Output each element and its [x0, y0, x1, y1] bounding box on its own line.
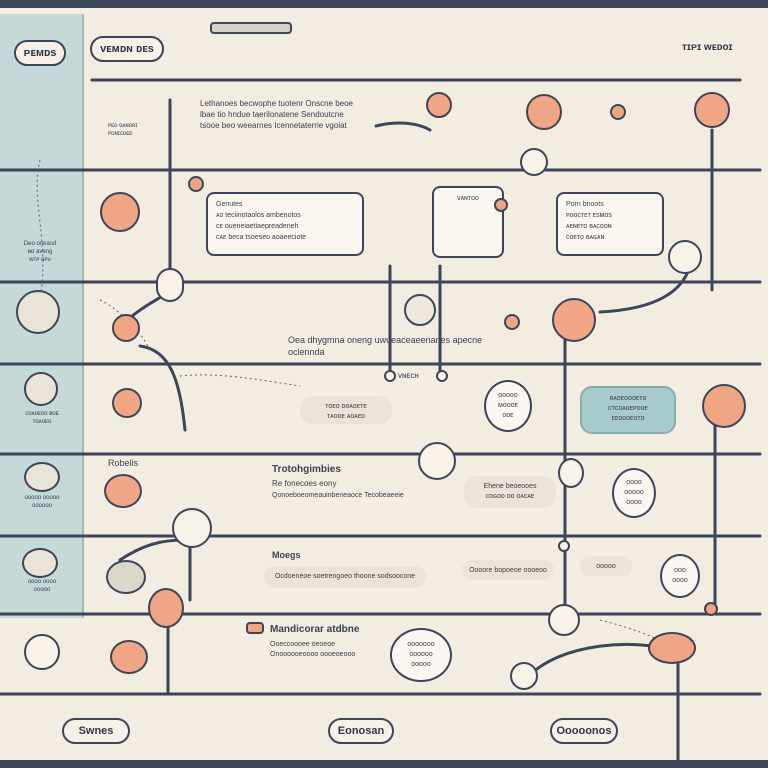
sidebar-top-text: ᴘᴇᴏ ɢᴀɴᴅʀɪ ᴘᴏɴɪᴄᴅᴇᴅ — [108, 123, 138, 137]
vnech-label: ᴠɴᴇᴄʜ — [398, 371, 419, 380]
orange-node-right[interactable] — [702, 384, 746, 428]
row6-small-card[interactable]: ᴏᴏᴏᴏᴏ — [580, 556, 632, 576]
header-right-label: ᴛɪᴘɪ ᴡᴇᴅᴏɪ — [682, 42, 733, 53]
speech-bubble-row7[interactable]: ᴏᴏᴏᴏᴏᴏᴏ ᴏᴏᴏᴏᴏᴏ ᴏᴏᴏᴏᴏ — [390, 628, 452, 682]
sidebar-row4-caption: ᴄᴏᴀᴏᴇᴏᴏ ʙᴏᴇ ᴛᴏᴀᴏᴇᴏ — [25, 411, 59, 425]
person-avatar-1 — [426, 92, 452, 118]
orange-node-row4[interactable] — [112, 388, 142, 418]
info-card-left[interactable]: Genutes ᴀᴏ teciinotaolos ambenotos ᴄᴇ ou… — [206, 192, 364, 256]
info-card-right[interactable]: Porn bnoots ᴘᴏᴏᴄᴛᴇᴛ ᴇsᴍᴏs ᴀᴇɴᴇᴛᴏ ʙᴀᴄᴏᴏɴ … — [556, 192, 664, 256]
orange-node-row7[interactable] — [110, 640, 148, 674]
footer-right-pill[interactable]: Ooooonos — [550, 718, 618, 744]
row6-text-card[interactable]: Ocdoeneoe soetrengoeo thoone sodsoocone — [264, 566, 426, 588]
junction-dot-left — [384, 370, 396, 382]
row5-left-label: Robelis — [108, 458, 139, 468]
info-card-middle-label: ᴠᴀɴᴛᴏᴏ — [457, 195, 479, 202]
footer-center-pill[interactable]: Eonosan — [328, 718, 394, 744]
equals-node[interactable] — [418, 442, 456, 480]
location-pin-node — [510, 662, 538, 690]
row7-text: Ooeccoooee oeoeoe Onoooooeoooo oooeoeooo — [270, 641, 356, 658]
pin-node — [558, 458, 584, 488]
sidebar-row5-caption: ᴏᴏᴏᴏᴏ ᴏᴏᴏᴏᴏ ᴏᴏᴏᴏᴏᴏ — [24, 495, 60, 509]
sidebar-row4-node[interactable] — [24, 372, 58, 406]
sidebar-row3-node[interactable] — [16, 290, 60, 334]
header-title-pill[interactable]: ᴠᴇᴍᴅɴ ᴅᴇs — [90, 36, 164, 62]
sidebar-mid-text: Deo oneasd ɴᴏ aveng ᴡᴛᴘ ɢᴘᴜ — [23, 241, 57, 263]
orange-node-row5[interactable] — [104, 474, 142, 508]
dot-node-1 — [610, 104, 626, 120]
face-node-row5[interactable] — [172, 508, 212, 548]
dot-node-row6 — [704, 602, 718, 616]
row5-title: Trotohgimbies — [272, 464, 341, 475]
top-frame-bar — [0, 0, 768, 8]
shield-node[interactable] — [548, 604, 580, 636]
refresh-icon[interactable] — [24, 634, 60, 670]
junction-dot-row6 — [558, 540, 570, 552]
soft-card-row5-right[interactable]: Ehene beoeooes ᴄᴏɢᴏᴏ ᴏᴏ ᴏᴀᴄᴀᴇ — [464, 476, 556, 508]
junction-dot-right — [436, 370, 448, 382]
person-avatar-row6 — [148, 588, 184, 628]
row6-right-card[interactable]: Oooore bopoeoe oooeoo — [462, 560, 554, 580]
row5-description: Qonoeboeomeauinbeneaoce Tecobeaeeie — [272, 492, 404, 499]
tag-icon — [246, 622, 264, 634]
bottom-frame-bar — [0, 760, 768, 768]
info-card-middle[interactable]: ᴠᴀɴᴛᴏᴏ — [432, 186, 504, 258]
speech-bubble-row6[interactable]: ᴏᴏᴏ ᴏᴏᴏᴏ — [660, 554, 700, 598]
face-node-right[interactable] — [668, 240, 702, 274]
face-node-left[interactable] — [156, 268, 184, 302]
orange-node-row2[interactable] — [100, 192, 140, 232]
speech-bubble-mid[interactable]: ᴏᴏᴏᴏᴏ ᴍᴏᴏᴏᴇ ᴏᴏᴇ — [484, 380, 532, 432]
window-title-bar — [210, 22, 292, 34]
small-orange-dot — [188, 176, 204, 192]
orange-node-row3[interactable] — [112, 314, 140, 342]
bowl-node — [106, 560, 146, 594]
dot-node-3 — [504, 314, 520, 330]
dot-node-2 — [494, 198, 508, 212]
sidebar-row5-node[interactable] — [24, 462, 60, 492]
smiley-node-1[interactable] — [520, 148, 548, 176]
orange-bubble-row7[interactable] — [648, 632, 696, 664]
person-avatar-2 — [526, 94, 562, 130]
soft-card-mid[interactable]: ᴛᴏᴇᴏ ᴅᴏᴀᴏᴇᴛᴇ ᴛᴀᴏᴏᴇ ᴀᴏᴀᴇᴅ — [300, 396, 392, 424]
sidebar-header-pill[interactable]: ᴘᴇᴍᴅs — [14, 40, 66, 66]
row6-label: Moegs — [272, 550, 301, 560]
teal-info-card[interactable]: ʀᴀᴏᴇᴏᴏᴏᴇᴛᴏ ᴄᴛᴄᴏᴀᴏᴇᴘᴏᴏᴇ ᴇᴇᴏᴏᴏᴇᴏᴛᴏ — [580, 386, 676, 434]
sidebar-row6-node[interactable] — [22, 548, 58, 578]
footer-left-pill[interactable]: Swnes — [62, 718, 130, 744]
speech-bubble-row5[interactable]: ᴏᴏᴏᴏ ᴏᴏᴏᴏᴏ ᴏᴏᴏᴏ — [612, 468, 656, 518]
cloud-node — [404, 294, 436, 326]
smiley-avatar-mid — [552, 298, 596, 342]
row5-subtitle: Re fonecoes eony — [272, 479, 337, 488]
top-description-text: Lethanoes becwophe tuotenr Onscne beoe l… — [200, 99, 354, 130]
sidebar-row6-caption: ᴏᴏᴏᴏ ᴏᴏᴏᴏ ᴏᴏᴏᴏᴏ — [27, 579, 57, 593]
smiley-avatar-top-right — [694, 92, 730, 128]
row7-title: Mandicorar atdbne — [270, 624, 360, 635]
center-description-line: Oea dhygmna oneng uwueaceaeenanes apecne… — [288, 335, 483, 357]
